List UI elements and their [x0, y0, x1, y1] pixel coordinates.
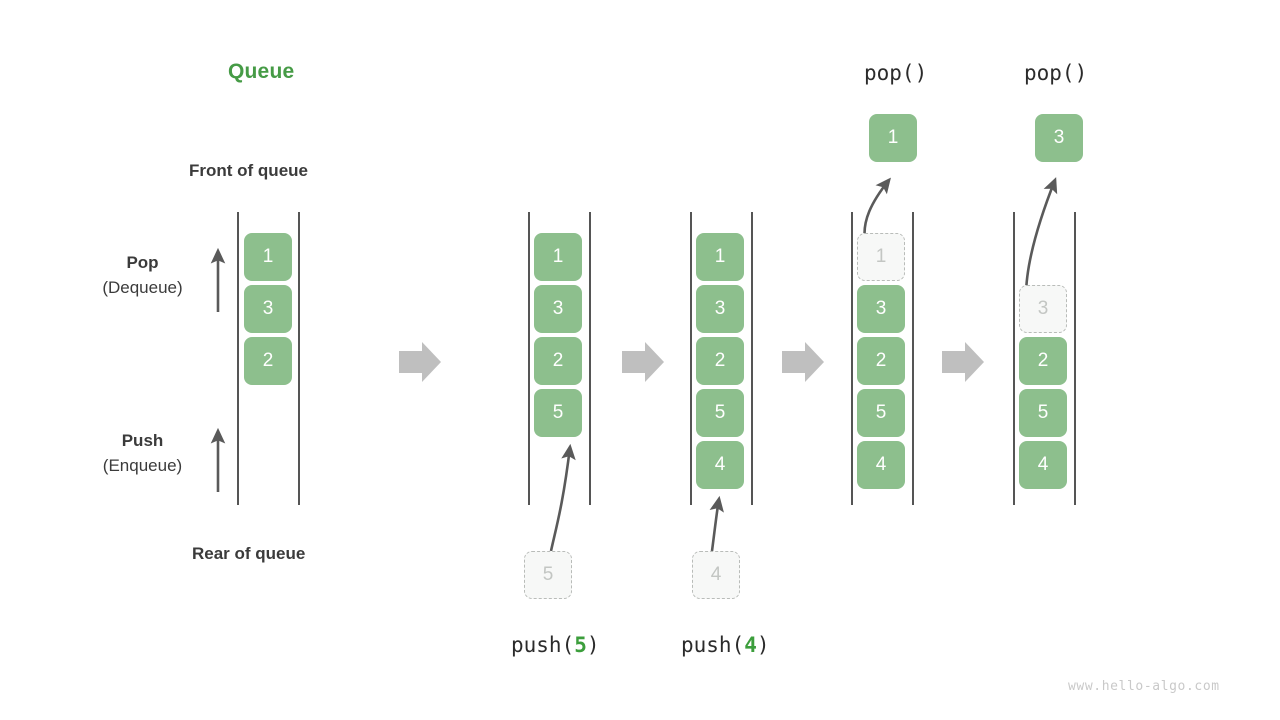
queue-cell: 4	[696, 441, 744, 489]
front-of-queue-label: Front of queue	[189, 161, 308, 180]
dequeue-label: (Dequeue)	[102, 278, 183, 297]
queue-cell: 5	[1019, 389, 1067, 437]
op-prefix: push(	[511, 633, 575, 657]
op-label-push-5: push(5)	[511, 633, 600, 657]
watermark: www.hello-algo.com	[1068, 679, 1220, 694]
queue-cell: 3	[696, 285, 744, 333]
removed-element-ghost: 1	[857, 233, 905, 281]
queue-cell: 4	[1019, 441, 1067, 489]
pop-label-group: Pop (Dequeue)	[55, 250, 230, 300]
queue-rail-right	[751, 212, 753, 505]
push-in-arrow-4	[709, 495, 724, 552]
queue-rail-right	[912, 212, 914, 505]
queue-cell: 2	[857, 337, 905, 385]
queue-rail-right	[298, 212, 300, 505]
op-value: 4	[744, 633, 757, 657]
page-title: Queue	[228, 60, 295, 83]
op-prefix: push(	[681, 633, 745, 657]
queue-cell: 4	[857, 441, 905, 489]
queue-cell: 2	[244, 337, 292, 385]
enqueue-label: (Enqueue)	[102, 456, 183, 475]
transition-arrow-3	[782, 342, 824, 382]
queue-rail-left	[690, 212, 692, 505]
queue-cell: 5	[857, 389, 905, 437]
queue-rail-left	[528, 212, 530, 505]
queue-cell: 2	[1019, 337, 1067, 385]
queue-rail-left	[1013, 212, 1015, 505]
queue-cell: 5	[534, 389, 582, 437]
removed-element-ghost: 3	[1019, 285, 1067, 333]
pop-label: Pop	[126, 253, 159, 272]
pop-out-arrow-3	[1024, 177, 1058, 297]
queue-cell: 2	[696, 337, 744, 385]
queue-rail-left	[851, 212, 853, 505]
popped-element: 1	[869, 114, 917, 162]
op-label-push-4: push(4)	[681, 633, 770, 657]
transition-arrow-2	[622, 342, 664, 382]
incoming-element-ghost: 5	[524, 551, 572, 599]
queue-cell: 3	[857, 285, 905, 333]
push-label: Push	[121, 431, 164, 450]
queue-cell: 5	[696, 389, 744, 437]
queue-rail-right	[1074, 212, 1076, 505]
queue-cell: 1	[244, 233, 292, 281]
queue-cell: 3	[534, 285, 582, 333]
op-label-pop-3: pop()	[1024, 61, 1088, 85]
queue-rail-left	[237, 212, 239, 505]
queue-cell: 3	[244, 285, 292, 333]
queue-cell: 1	[696, 233, 744, 281]
op-value: 5	[574, 633, 587, 657]
transition-arrow-1	[399, 342, 441, 382]
queue-cell: 2	[534, 337, 582, 385]
queue-rail-right	[589, 212, 591, 505]
rear-of-queue-label: Rear of queue	[192, 544, 306, 563]
push-in-arrow-5	[549, 443, 576, 552]
op-suffix: )	[756, 633, 770, 657]
op-suffix: )	[586, 633, 600, 657]
push-label-group: Push (Enqueue)	[55, 428, 230, 478]
queue-cell: 1	[534, 233, 582, 281]
op-label-pop-1: pop()	[864, 61, 928, 85]
incoming-element-ghost: 4	[692, 551, 740, 599]
transition-arrow-4	[942, 342, 984, 382]
popped-element: 3	[1035, 114, 1083, 162]
